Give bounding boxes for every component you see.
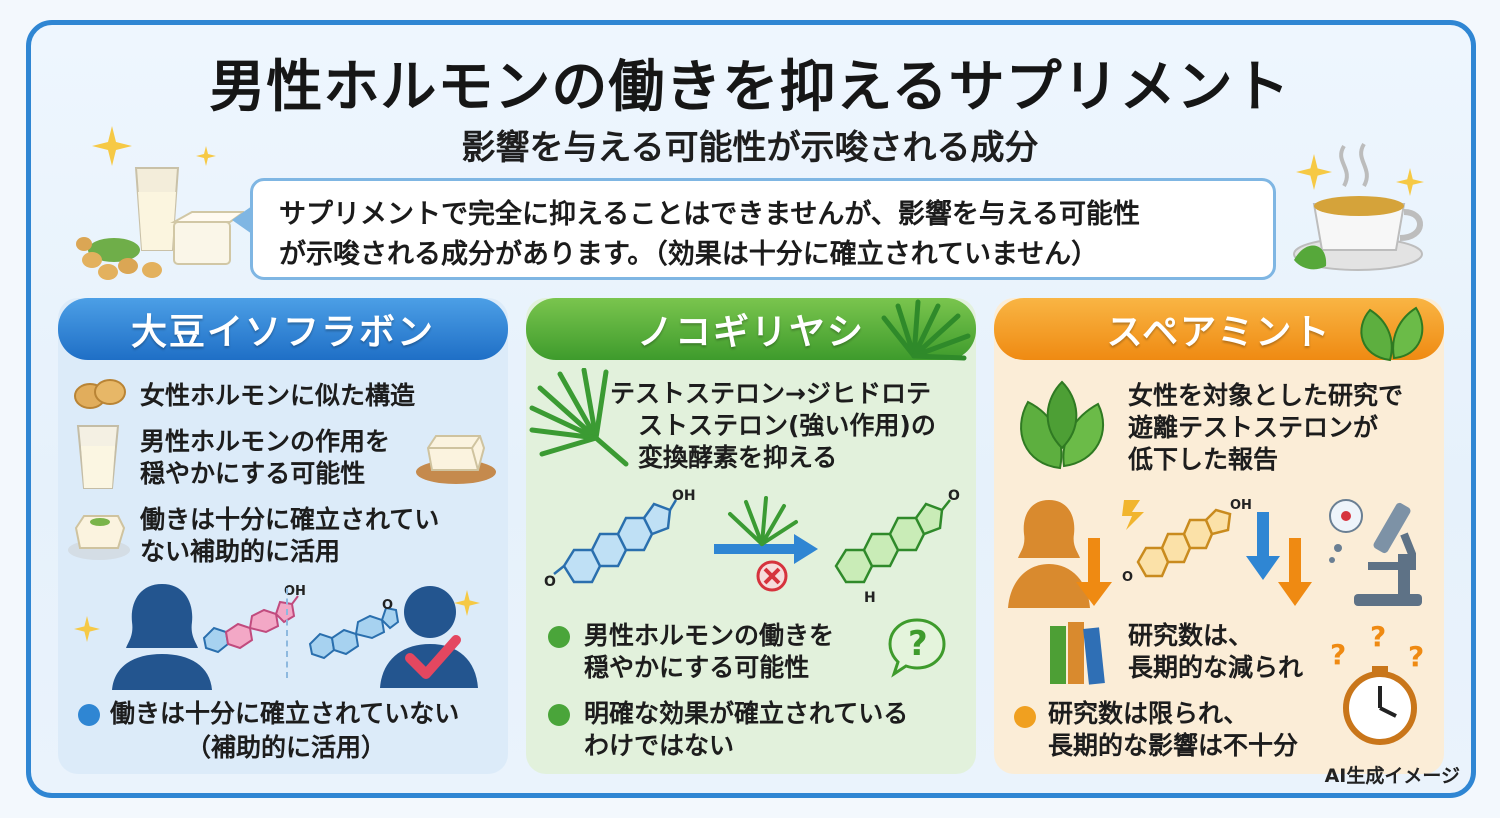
question-mark: ? — [908, 624, 928, 664]
dht-o-label: O — [382, 598, 394, 613]
spearmint-o-label: O — [1122, 570, 1134, 585]
ai-generated-credit: AI生成イメージ — [1324, 765, 1460, 787]
dht-h-label: H — [864, 590, 876, 606]
spearmint-oh-label: OH — [1230, 498, 1252, 513]
mint-leaves-icon — [1020, 380, 1104, 470]
question-mark: ? — [1330, 638, 1347, 671]
spearmint-note-line2: 長期的な減られ — [1128, 653, 1304, 682]
page-title: 男性ホルモンの働きを抑えるサプリメント — [209, 55, 1291, 120]
saw-palmetto-point2-line2: わけではない — [584, 731, 735, 760]
page-subtitle: 影響を与える可能性が示唆される成分 — [461, 128, 1039, 168]
saw-palmetto-point1-line1: 男性ホルモンの働きを — [584, 621, 835, 650]
microscope-icon — [1329, 499, 1422, 606]
mint-tea-illustration — [1293, 142, 1423, 271]
woman-silhouette-icon — [112, 584, 212, 690]
soy-item1: 女性ホルモンに似た構造 — [140, 381, 416, 410]
spearmint-desc-line2: 遊離テストステロンが — [1128, 413, 1379, 442]
testosterone-molecule-icon — [1136, 508, 1232, 578]
saw-palmetto-panel: ノコギリヤシ テストステロン→ジヒドロテ ストステロン(強い作用)の 変換酵素を… — [526, 298, 976, 774]
sparkle-icon — [92, 126, 132, 166]
dht-molecule-icon — [834, 499, 951, 584]
lightning-icon — [1122, 500, 1144, 530]
estrogen-molecule-icon — [202, 595, 299, 654]
soy-isoflavone-panel: 大豆イソフラボン 女性ホルモンに似た構造 男性ホルモンの作用を 穏やかにする可能… — [58, 298, 508, 774]
books-icon — [1050, 622, 1105, 685]
inhibition-arrow-icon — [714, 496, 818, 592]
intro-text-line1: サプリメントで完全に抑えることはできませんが、影響を与える可能性 — [279, 199, 1141, 230]
woman-silhouette-icon — [1008, 500, 1090, 608]
palm-leaf-icon — [881, 299, 971, 361]
soy-item2-line2: 穏やかにする可能性 — [140, 459, 366, 488]
spearmint-panel: スペアミント 女性を対象とした研究で 遊離テストステロンが 低下した報告 OH … — [994, 298, 1444, 774]
soy-summary-line1: 働きは十分に確立されていない — [110, 699, 460, 728]
soybean-icon — [74, 379, 126, 409]
mint-leaf-icon — [1360, 306, 1424, 362]
sparkle-icon — [196, 146, 216, 166]
sparkle-icon — [454, 590, 480, 616]
green-bullet — [548, 704, 570, 726]
soy-item3-line2: ない補助的に活用 — [140, 537, 341, 566]
down-arrow-icon — [1278, 538, 1312, 606]
speech-bubble-tail — [232, 206, 252, 234]
testosterone-oh-label: OH — [672, 488, 696, 504]
intro-text-line2: が示唆される成分があります。（効果は十分に確立されていません） — [279, 239, 1099, 270]
soy-item2-line1: 男性ホルモンの作用を — [140, 427, 391, 456]
soy-milk-tofu-illustration — [76, 167, 244, 280]
clock-icon — [1343, 666, 1417, 745]
soy-summary-line2: （補助的に活用） — [186, 733, 387, 762]
soy-isoflavone-title: 大豆イソフラボン — [58, 298, 508, 360]
saw-palmetto-point2-line1: 明確な効果が確立されている — [584, 699, 909, 728]
man-silhouette-icon — [380, 586, 478, 688]
spearmint-summary-line2: 長期的な影響は不十分 — [1048, 731, 1299, 760]
question-mark: ? — [1408, 640, 1425, 673]
tofu-plate-icon — [416, 435, 496, 484]
blue-bullet — [78, 704, 100, 726]
saw-palmetto-point1-line2: 穏やかにする可能性 — [584, 653, 810, 682]
sparkle-icon — [1296, 154, 1332, 190]
sparkle-icon — [74, 616, 100, 642]
question-mark: ? — [1370, 620, 1387, 653]
tofu-dish-icon — [68, 515, 130, 560]
spearmint-note-line1: 研究数は、 — [1128, 621, 1254, 650]
spearmint-desc-line3: 低下した報告 — [1128, 445, 1279, 474]
dht-o-label: O — [948, 488, 960, 504]
saw-palmetto-desc-line1: テストステロン→ジヒドロテ — [610, 379, 931, 408]
spearmint-desc-line1: 女性を対象とした研究で — [1128, 381, 1404, 410]
spearmint-title: スペアミント — [994, 298, 1444, 360]
question-bubble-icon — [888, 618, 946, 678]
saw-palmetto-desc-line3: 変換酵素を抑える — [638, 443, 838, 472]
orange-bullet — [1014, 706, 1036, 728]
down-arrow-icon — [1246, 512, 1280, 580]
saw-palmetto-desc-line2: ストステロン(強い作用)の — [638, 411, 936, 440]
dht-molecule-icon — [308, 606, 400, 660]
estrogen-oh-label: OH — [284, 584, 306, 599]
palm-leaf-icon — [529, 368, 629, 467]
green-bullet — [548, 626, 570, 648]
intro-speech-bubble: サプリメントで完全に抑えることはできませんが、影響を与える可能性 が示唆される成… — [250, 178, 1276, 280]
soy-item3-line1: 働きは十分に確立されてい — [140, 505, 440, 534]
milk-glass-icon — [76, 425, 120, 489]
dashed-divider — [286, 588, 288, 678]
spearmint-summary-line1: 研究数は限られ、 — [1048, 699, 1249, 728]
testosterone-molecule-icon — [553, 499, 678, 584]
sparkle-icon — [1396, 168, 1424, 196]
down-arrow-icon — [1076, 538, 1112, 606]
testosterone-o-label: O — [544, 574, 556, 590]
